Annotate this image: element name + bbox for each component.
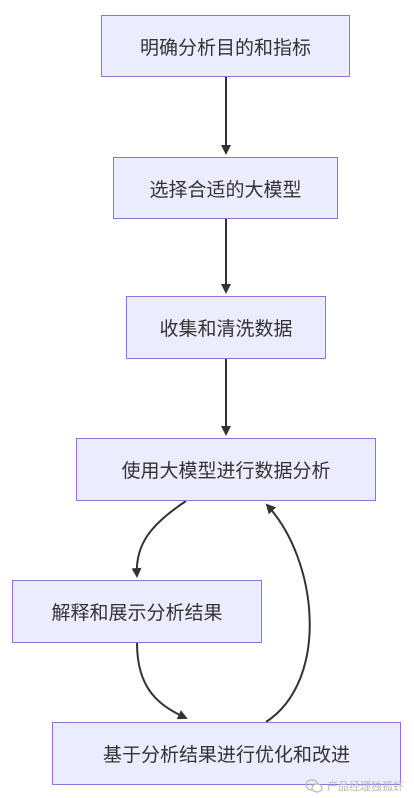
- flow-node-1: 明确分析目的和指标: [101, 15, 350, 77]
- flow-node-4: 使用大模型进行数据分析: [76, 438, 376, 501]
- flow-node-5: 解释和展示分析结果: [12, 580, 262, 643]
- flow-node-2: 选择合适的大模型: [113, 157, 338, 219]
- flow-node-3: 收集和清洗数据: [126, 296, 326, 359]
- wechat-icon: [305, 779, 323, 793]
- flow-node-6: 基于分析结果进行优化和改进: [52, 722, 401, 785]
- edge-n6-n4: [265, 503, 311, 723]
- edge-n5-n6: [136, 642, 188, 720]
- watermark: 产品经理独孤虾: [305, 778, 404, 794]
- edge-n4-n5: [131, 500, 187, 578]
- watermark-text: 产品经理独孤虾: [327, 780, 404, 793]
